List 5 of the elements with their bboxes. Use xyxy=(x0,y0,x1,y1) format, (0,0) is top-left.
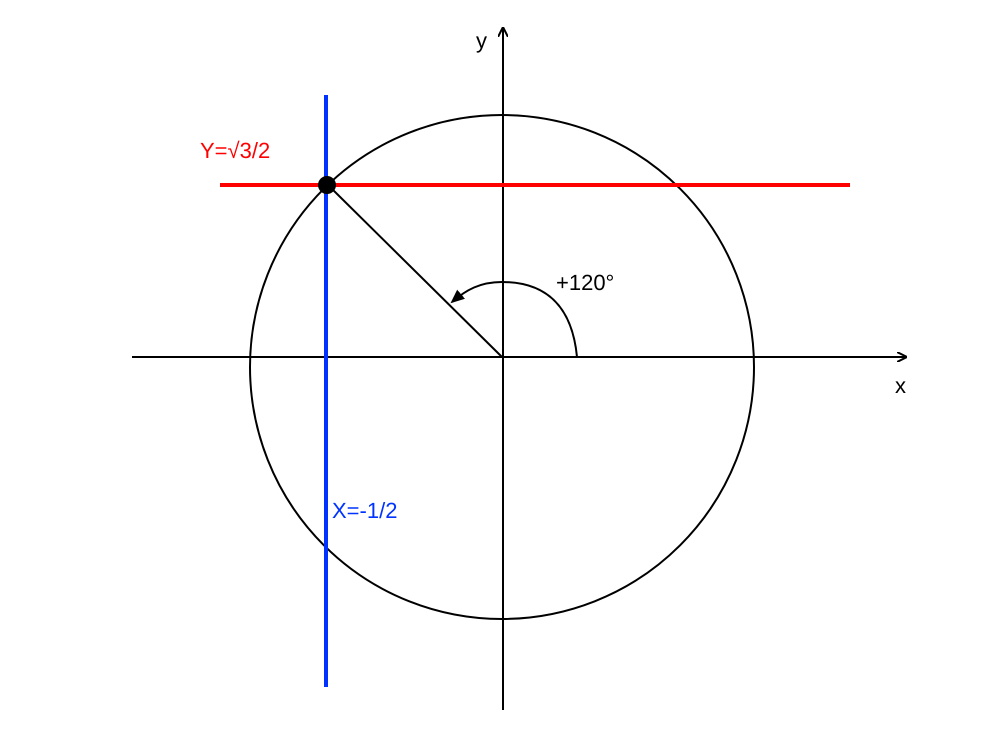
equation-label: X=-1/2 xyxy=(332,500,398,522)
axis-label: x xyxy=(895,375,906,397)
angle-label: +120° xyxy=(556,272,614,294)
equation-label: Y=√3/2 xyxy=(200,140,270,162)
axis-label: y xyxy=(476,30,487,52)
